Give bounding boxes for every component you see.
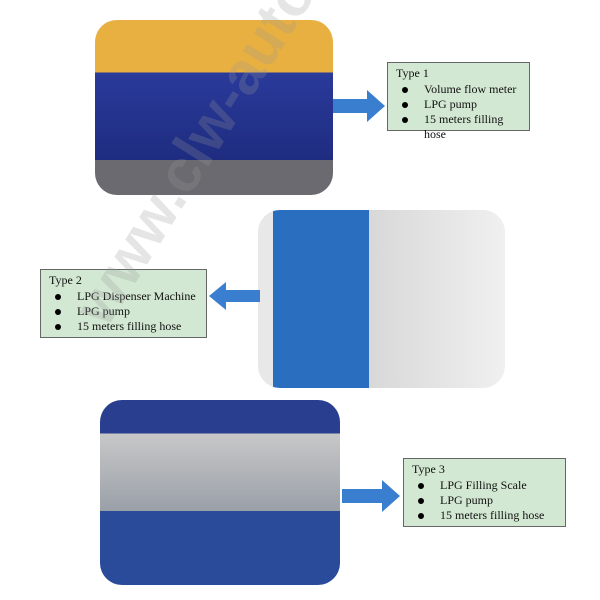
- type-title: Type 2: [49, 273, 82, 287]
- arrow-right-icon: [342, 480, 400, 512]
- type-title: Type 1: [396, 66, 429, 80]
- arrow-right-icon: [333, 90, 385, 122]
- arrow-left-icon: [209, 282, 260, 310]
- list-item: LPG pump: [418, 493, 557, 508]
- list-item: LPG pump: [402, 97, 521, 112]
- list-item: Volume flow meter: [402, 82, 521, 97]
- photo-type1-flow-meter-cabinet: [95, 20, 333, 195]
- list-item: LPG Dispenser Machine: [55, 289, 198, 304]
- list-item: 15 meters filling hose: [402, 112, 521, 142]
- type-title: Type 3: [412, 462, 445, 476]
- photo-type3-filling-scale-cabinet: [100, 400, 340, 585]
- list-item: LPG Filling Scale: [418, 478, 557, 493]
- list-item: LPG pump: [55, 304, 198, 319]
- photo-type2-dispenser-cabinet: [258, 210, 505, 388]
- list-item: 15 meters filling hose: [55, 319, 198, 334]
- list-item: 15 meters filling hose: [418, 508, 557, 523]
